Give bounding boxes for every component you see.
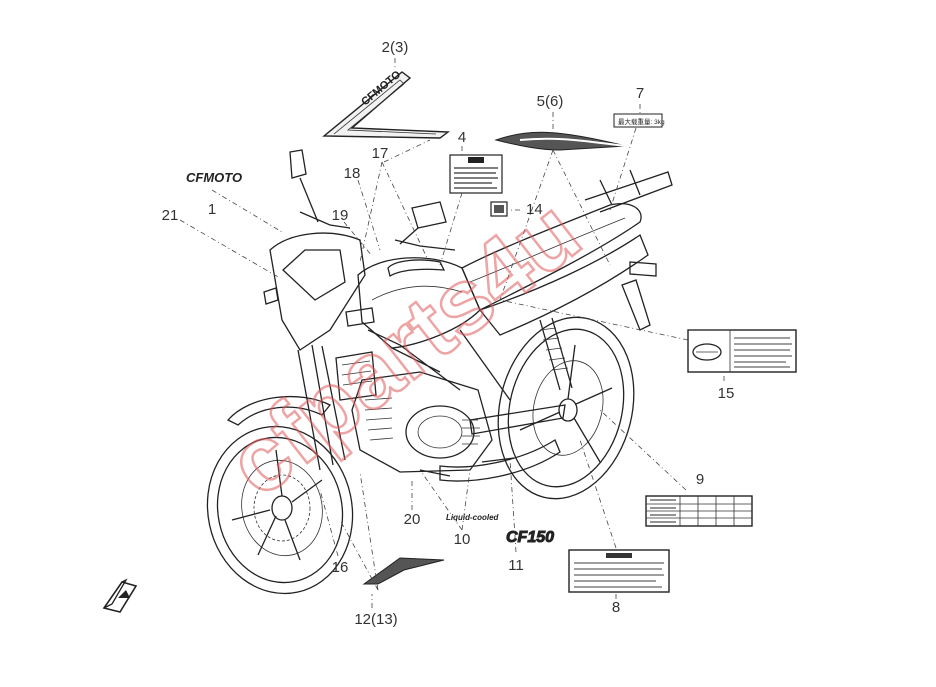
frame bbox=[367, 329, 511, 401]
callout-15: 15 bbox=[718, 385, 735, 402]
max-load-text: 最大载重量: 3kg bbox=[618, 117, 665, 126]
callout-1: 1 bbox=[208, 201, 216, 218]
callout-18: 18 bbox=[344, 165, 361, 182]
info-label-decal bbox=[568, 549, 670, 593]
rear-shock bbox=[539, 317, 573, 391]
callout-20: 20 bbox=[404, 511, 421, 528]
model-badge-decal: CF150 bbox=[506, 529, 554, 546]
callout-16: 16 bbox=[332, 559, 349, 576]
brand-logo-decal: CFMOTO bbox=[186, 170, 242, 185]
callout-numbers: 2(3) 4 5(6) 7 1 21 17 18 19 14 15 9 8 10… bbox=[162, 39, 735, 628]
callout-10: 10 bbox=[454, 531, 471, 548]
rear-wheel bbox=[497, 316, 635, 500]
swingarm bbox=[469, 404, 566, 435]
callout-8: 8 bbox=[612, 599, 620, 616]
front-cowl bbox=[269, 232, 366, 351]
callout-14: 14 bbox=[526, 201, 543, 218]
side-stripe-decal bbox=[494, 131, 627, 151]
front-fork bbox=[297, 344, 346, 471]
lower-stripe-decal bbox=[362, 557, 445, 585]
callout-19: 19 bbox=[332, 207, 349, 224]
small-icon-label-decal bbox=[490, 201, 508, 217]
seat bbox=[461, 203, 642, 311]
rear-turn-signal bbox=[629, 261, 657, 277]
tyre-info-label-decal bbox=[687, 329, 797, 373]
front-turn-signal bbox=[263, 287, 279, 305]
right-mirror bbox=[411, 201, 447, 229]
front-wheel bbox=[206, 425, 354, 595]
leader-lines bbox=[179, 58, 725, 608]
motorcycle-illustration bbox=[206, 149, 673, 595]
radiator bbox=[335, 351, 377, 401]
spec-table-label-decal bbox=[645, 495, 753, 527]
callout-4: 4 bbox=[458, 129, 466, 146]
callout-2-3: 2(3) bbox=[382, 39, 409, 56]
front-fender bbox=[226, 395, 332, 426]
exhaust bbox=[439, 439, 561, 482]
handlebar bbox=[299, 211, 456, 251]
callout-17: 17 bbox=[372, 145, 389, 162]
warning-label-decal bbox=[449, 154, 503, 194]
direction-arrow-icon bbox=[102, 578, 138, 613]
callout-9: 9 bbox=[696, 471, 704, 488]
max-load-label-decal: 最大载重量: 3kg bbox=[613, 113, 665, 128]
tank-stripe-decal: CFMOTO bbox=[322, 68, 450, 139]
left-mirror bbox=[289, 149, 307, 179]
watermark: cfparts4u bbox=[210, 180, 599, 515]
rear-rack bbox=[584, 169, 673, 213]
callout-11: 11 bbox=[508, 557, 524, 574]
callout-12-13: 12(13) bbox=[354, 611, 397, 628]
callout-7: 7 bbox=[636, 85, 644, 102]
liquid-cooled-decal: Liquid-cooled bbox=[446, 513, 500, 522]
tail-cowl bbox=[478, 234, 649, 336]
callout-21: 21 bbox=[162, 207, 179, 224]
headlight bbox=[282, 249, 346, 301]
callout-5-6: 5(6) bbox=[537, 93, 564, 110]
